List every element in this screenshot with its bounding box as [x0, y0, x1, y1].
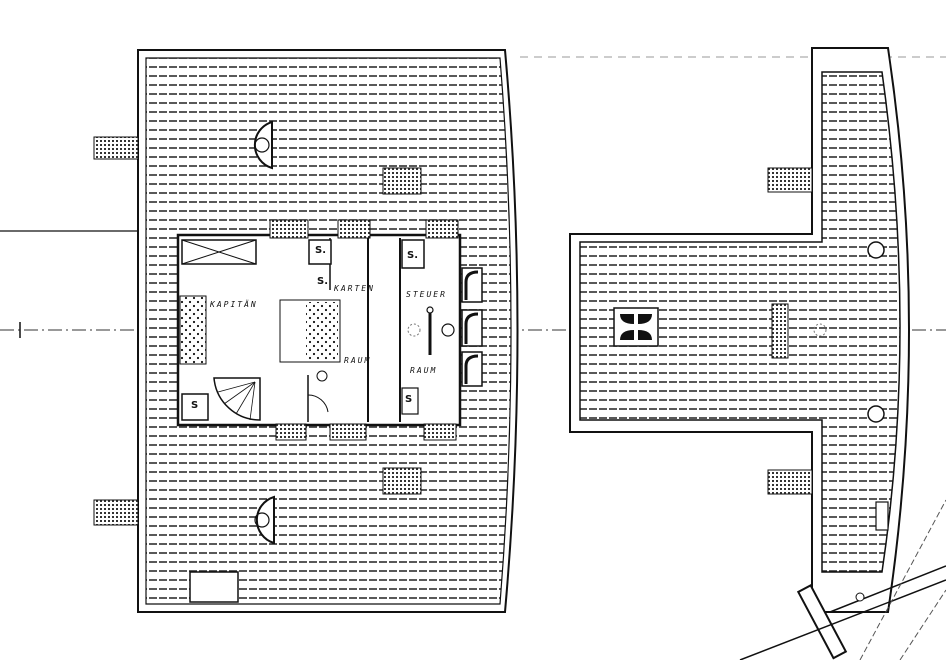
rigging-lines	[739, 499, 946, 660]
skylight-grating	[613, 307, 659, 347]
ventilator-bottom-icon	[867, 405, 885, 423]
left-deck-plan	[93, 49, 519, 613]
compass-icon	[441, 323, 455, 337]
room-label-karten-raum: RAUM	[344, 356, 372, 365]
deckhouse	[176, 219, 483, 441]
hatch-top	[382, 167, 422, 195]
ladder-left-top	[93, 136, 139, 160]
steering-wheel-icon	[426, 306, 434, 355]
room-label-kapitaen: KAPITÄN	[210, 300, 258, 309]
ladder-top	[767, 167, 813, 193]
spiral-stair	[213, 377, 261, 421]
ventilator-top	[253, 120, 273, 170]
locker-mark: S	[405, 394, 413, 405]
ladder-left-bottom	[93, 499, 139, 526]
right-deck-plan	[569, 47, 910, 613]
room-label-steuer-raum: RAUM	[410, 366, 438, 375]
window-frames	[461, 267, 483, 387]
locker-mark: S.	[317, 276, 329, 287]
locker-mark: S	[191, 400, 199, 411]
room-label-steuer: STEUER	[406, 290, 447, 299]
ladder-bottom	[767, 469, 813, 495]
deck-box	[189, 571, 239, 603]
locker-mark: S.	[315, 245, 327, 256]
locker-mark: S.	[407, 250, 419, 261]
ventilator-bottom	[254, 495, 275, 545]
room-label-karten: KARTEN	[334, 284, 375, 293]
binnacle	[771, 303, 789, 359]
hatch-bottom	[382, 467, 422, 495]
ventilator-top-icon	[867, 241, 885, 259]
